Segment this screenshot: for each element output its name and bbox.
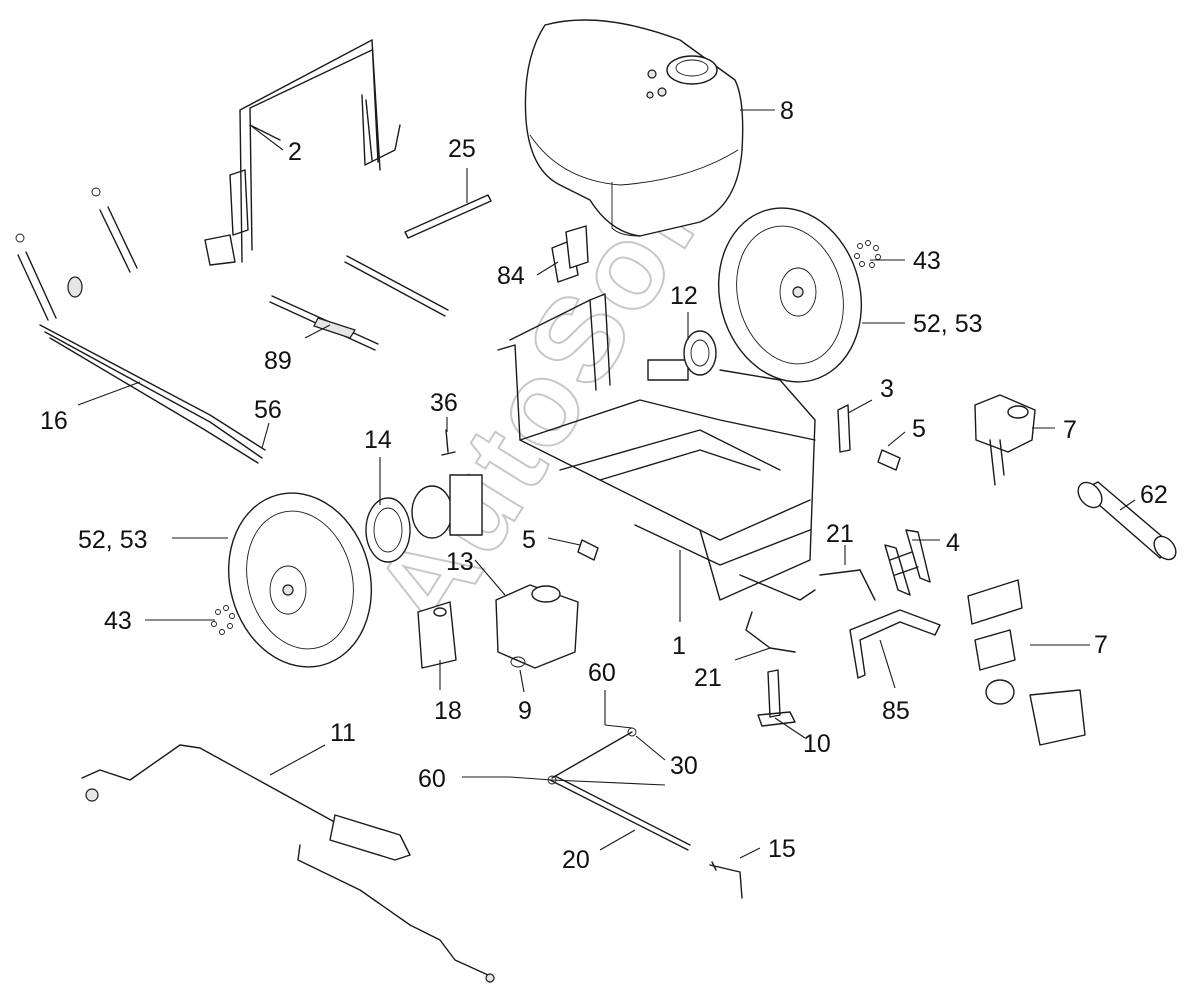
part-85-bracket [849,609,941,679]
part-8-tank [524,19,744,237]
callout-13: 13 [446,548,474,576]
callout-9: 9 [518,697,532,725]
callout-2: 2 [288,138,302,166]
part-5-clip-lower [577,539,599,561]
callout-56: 56 [254,396,282,424]
part-1-chassis [497,293,816,601]
callout-43-lower: 43 [104,607,132,635]
part-21-cable-upper [819,569,876,601]
part-62-shaft [1077,481,1177,561]
callout-4: 4 [946,529,960,557]
callout-15: 15 [768,835,796,863]
part-11-harness [81,744,495,983]
part-18-tank [417,601,457,669]
callout-60-upper: 60 [588,659,616,687]
leader-lines [77,109,1136,859]
callout-20: 20 [562,846,590,874]
part-5-clip-upper [877,449,901,471]
callout-7-lower: 7 [1094,631,1108,659]
part-43-nuts-upper [854,240,881,268]
callout-18: 18 [434,697,462,725]
part-3-bracket [837,404,851,453]
callout-85: 85 [882,697,910,725]
callout-7-upper: 7 [1063,416,1077,444]
callout-21-upper: 21 [826,520,854,548]
part-52-53-wheel-upper [717,207,863,383]
part-7-valve-block [967,579,1086,746]
callout-52-53-lower: 52, 53 [78,526,148,554]
part-89-bar [269,255,449,351]
callout-5-upper: 5 [912,415,926,443]
callouts: 8 2 25 43 84 12 52, 53 89 16 56 36 14 3 … [40,97,1168,874]
part-15-clip [709,861,743,899]
part-12-hub [647,330,717,381]
callout-36: 36 [430,389,458,417]
part-13-hub [411,474,483,539]
part-52-53-wheel-lower [227,492,373,668]
callout-10: 10 [803,730,831,758]
callout-60-lower: 60 [418,765,446,793]
callout-21-lower: 21 [694,664,722,692]
callout-1: 1 [672,632,686,660]
callout-62: 62 [1140,481,1168,509]
part-43-nuts-lower [211,605,235,635]
callout-3: 3 [880,375,894,403]
part-2-boom-frame [204,39,401,266]
callout-25: 25 [448,135,476,163]
part-25-bar [404,194,492,239]
callout-84: 84 [497,262,525,290]
callout-5-lower: 5 [522,526,536,554]
part-10-jack-stand [757,669,796,727]
part-16-hoses [15,187,266,464]
part-4-step [884,529,931,596]
callout-11: 11 [330,719,356,747]
part-36-pin [441,429,456,456]
callout-16: 16 [40,407,68,435]
part-21-cable-lower [745,611,796,653]
part-7-reservoir [974,394,1036,486]
callout-89: 89 [264,347,292,375]
part-20-rod [547,727,691,851]
part-14-drum [365,497,411,563]
part-9-tank [495,584,579,669]
callout-8: 8 [780,97,794,125]
callout-30: 30 [670,752,698,780]
callout-14: 14 [364,426,392,454]
part-84-plates [551,225,589,283]
callout-52-53-upper: 52, 53 [913,310,983,338]
callout-12: 12 [670,282,698,310]
callout-43-upper: 43 [913,247,941,275]
